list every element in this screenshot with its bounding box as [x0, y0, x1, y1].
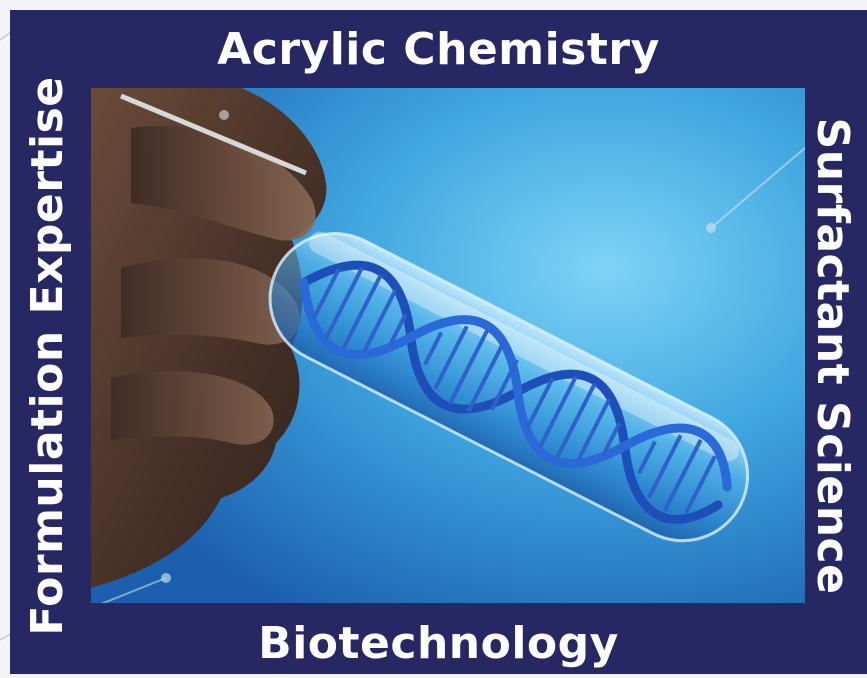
label-acrylic-chemistry: Acrylic Chemistry: [217, 24, 660, 75]
label-biotechnology: Biotechnology: [258, 618, 619, 669]
dna-test-tube-illustration: [91, 88, 805, 603]
dna-test-tube-image: [91, 88, 805, 603]
label-formulation-expertise: Formulation Expertise: [22, 76, 73, 636]
label-surfactant-science: Surfactant Science: [807, 117, 858, 595]
title-frame: Acrylic Chemistry Biotechnology Formulat…: [10, 10, 867, 674]
